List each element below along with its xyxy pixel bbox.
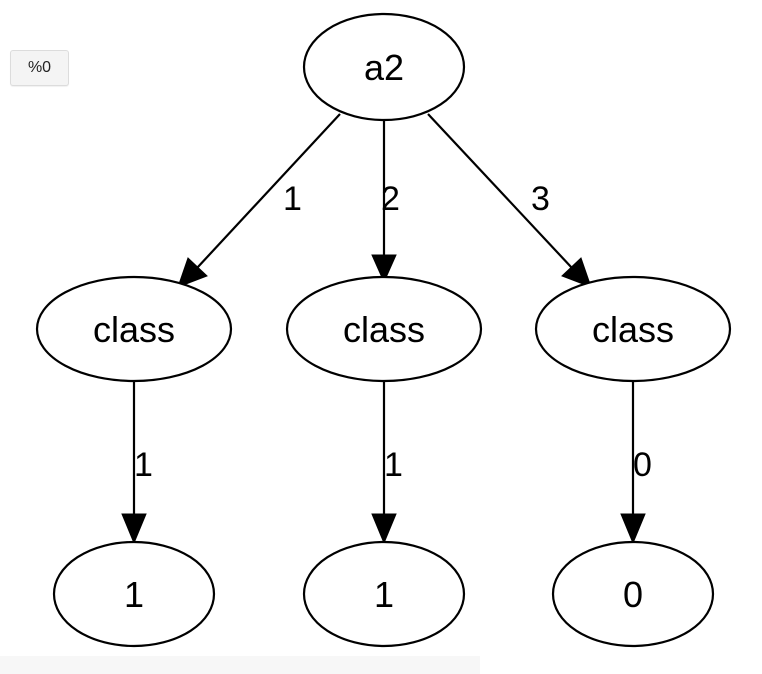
node-leaf-a-label: 1 [124, 574, 144, 615]
bottom-shade [0, 656, 480, 674]
edge-label-class-a-to-leaf: 1 [134, 446, 153, 484]
node-class-c-label: class [592, 309, 674, 350]
node-leaf-b-label: 1 [374, 574, 394, 615]
node-class-a[interactable]: class [35, 275, 233, 383]
node-leaf-b[interactable]: 1 [302, 540, 466, 648]
node-class-c[interactable]: class [534, 275, 732, 383]
edge-class-c-to-leaf: 0 [620, 381, 652, 545]
edge-label-root-to-class-b: 2 [381, 180, 400, 218]
node-leaf-c-label: 0 [623, 574, 643, 615]
edge-label-class-b-to-leaf: 1 [384, 446, 403, 484]
node-root-label: a2 [364, 47, 404, 88]
node-leaf-c[interactable]: 0 [551, 540, 715, 648]
node-leaf-a[interactable]: 1 [52, 540, 216, 648]
edge-class-b-to-leaf: 1 [371, 381, 403, 545]
edge-root-to-class-b: 2 [371, 120, 400, 284]
edge-label-class-c-to-leaf: 0 [633, 446, 652, 484]
node-class-b-label: class [343, 309, 425, 350]
edge-root-to-class-c: 3 [427, 113, 592, 288]
edge-label-root-to-class-a: 1 [283, 180, 302, 218]
edge-label-root-to-class-c: 3 [531, 180, 550, 218]
node-root[interactable]: a2 [302, 12, 466, 122]
node-class-b[interactable]: class [285, 275, 483, 383]
edge-class-a-to-leaf: 1 [121, 381, 153, 545]
edge-root-to-class-a: 1 [177, 113, 341, 288]
graph-id-tag: %0 [10, 50, 69, 86]
node-class-a-label: class [93, 309, 175, 350]
